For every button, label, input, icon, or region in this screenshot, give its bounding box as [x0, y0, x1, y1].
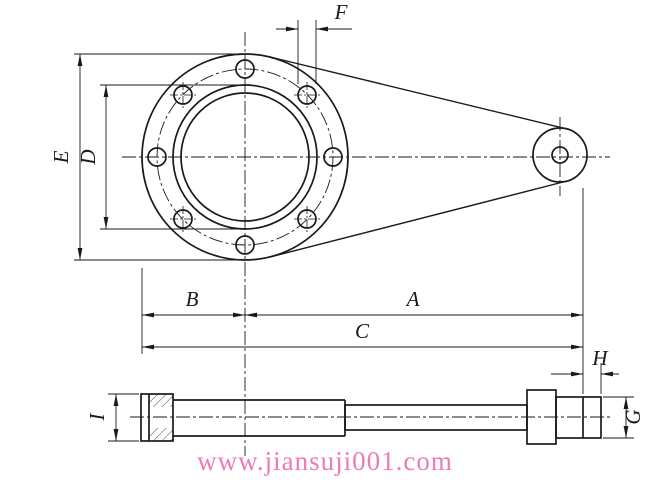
dim-label-b: B	[186, 287, 199, 311]
flange-plate-outline	[140, 393, 174, 442]
dimension-G: G	[603, 396, 645, 439]
dimension-E: E	[49, 53, 238, 261]
dimension-F: F	[276, 0, 352, 84]
dim-label-i: I	[85, 413, 109, 422]
centerlines	[122, 32, 612, 456]
watermark: www.jiansuji001.com	[197, 446, 453, 476]
dim-label-c: C	[355, 319, 370, 343]
flange-section-hatch-top	[149, 394, 173, 407]
dimension-H: H	[551, 346, 619, 394]
dimension-I: I	[85, 393, 139, 442]
flange-section-hatch-bottom	[149, 428, 173, 441]
dimension-B-A-C: B A C	[141, 188, 584, 394]
dim-label-a: A	[405, 287, 420, 311]
arm-tangent-line-lower	[269, 180, 568, 258]
arm-tangent-line-upper	[269, 56, 568, 130]
dim-label-g: G	[621, 409, 645, 424]
dim-label-h: H	[591, 346, 609, 370]
arm-section	[344, 404, 528, 431]
dim-label-d: D	[76, 149, 100, 165]
bolt-hole-crosshairs	[170, 82, 320, 232]
dim-label-f: F	[334, 0, 348, 24]
eye-end-section	[555, 396, 602, 439]
dim-label-e: E	[49, 150, 73, 164]
dimension-D: D	[76, 84, 238, 230]
